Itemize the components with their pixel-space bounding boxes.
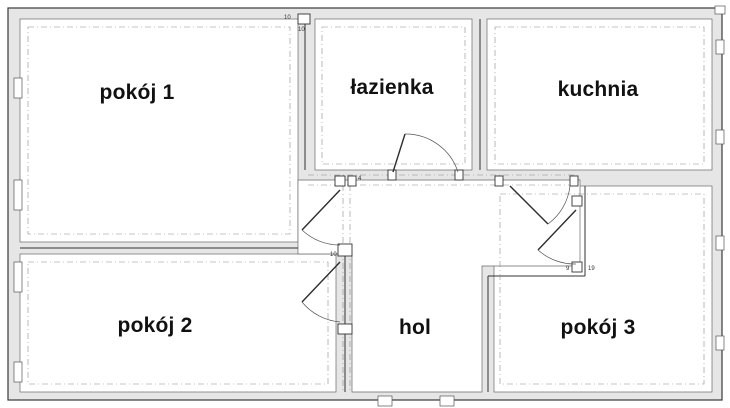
window-kuchnia: [715, 39, 725, 55]
windows: [13, 5, 726, 407]
guide-lines: [27, 26, 705, 392]
dim-mark: 9: [566, 266, 570, 272]
window-pokoj-1: [13, 179, 23, 211]
label-lazienka: łazienka: [350, 76, 434, 99]
window-kuchnia-lower: [715, 129, 725, 145]
dim-mark: 10: [298, 27, 305, 33]
dim-mark: 19: [588, 266, 595, 272]
door-pokoj-2: [301, 261, 341, 303]
label-kuchnia: kuchnia: [557, 78, 639, 101]
room-pokoj-1-area: [19, 18, 299, 243]
door-kuchnia: [509, 185, 549, 225]
window-pokoj-1-upper: [13, 77, 23, 99]
label-hol: hol: [398, 316, 432, 339]
label-pokoj-2: pokój 2: [117, 314, 193, 337]
window-pokoj-2-lower: [13, 361, 23, 383]
window-pokoj-3: [715, 235, 725, 251]
room-hol-area: [297, 179, 581, 393]
room-lazienka-area: [314, 18, 473, 171]
dim-mark: 4: [358, 176, 362, 182]
label-pokoj-3: pokój 3: [560, 316, 636, 339]
entrance-jamb-left: [377, 395, 393, 407]
door-lazienka: [392, 133, 406, 173]
label-pokoj-1: pokój 1: [99, 81, 175, 104]
window-pokoj-3-lower: [715, 335, 725, 351]
room-kuchnia-area: [486, 18, 713, 171]
window-pokoj-2: [13, 261, 23, 293]
entrance-jamb-right: [439, 395, 455, 407]
door-jambs: [297, 13, 583, 335]
dim-mark: 10: [330, 252, 337, 258]
outer-walls: [7, 7, 723, 401]
room-pokoj-2-area: [19, 253, 337, 393]
corner-mark: [714, 5, 726, 15]
door-pokoj-3: [537, 209, 577, 251]
dim-mark: 10: [284, 15, 291, 21]
interior-walls: [20, 19, 586, 392]
doors: [301, 133, 577, 323]
door-pokoj-1: [301, 189, 341, 231]
